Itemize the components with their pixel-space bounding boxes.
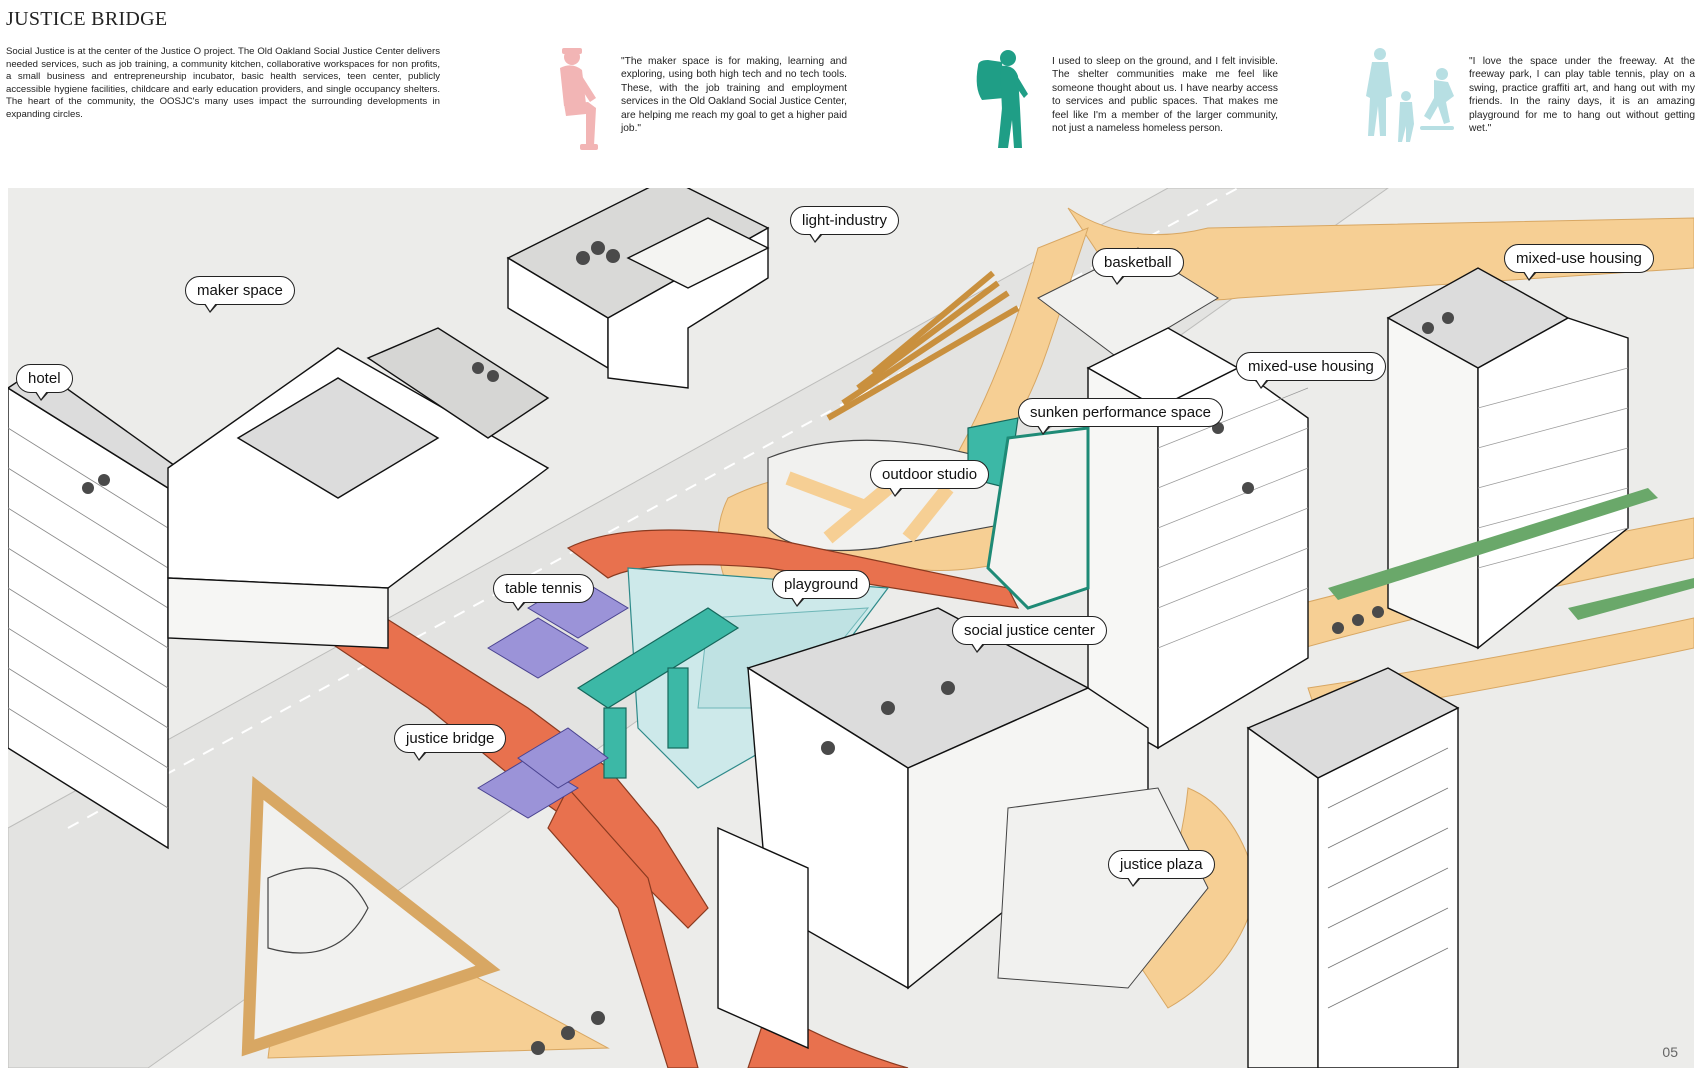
seated-person-icon <box>560 48 598 150</box>
tower-bottom-right <box>1246 667 1460 1068</box>
quote-maker-space: "The maker space is for making, learning… <box>621 56 847 135</box>
justice-plaza-area <box>997 787 1209 989</box>
teal-canopy-frame <box>576 417 1019 779</box>
label-playground: playground <box>772 570 871 607</box>
label-social-justice-center: social justice center <box>952 616 1107 653</box>
table-tennis-courts <box>477 577 629 819</box>
label-outdoor-studio: outdoor studio <box>870 460 990 497</box>
hotel-building <box>8 367 179 850</box>
sunken-performance-space <box>986 426 1090 610</box>
quote-freeway-park: "I love the space under the freeway. At … <box>1469 56 1695 135</box>
person-with-backpack-icon <box>976 50 1028 148</box>
page-title: JUSTICE BRIDGE <box>6 8 168 30</box>
green-strips <box>1328 488 1694 620</box>
mixed-use-housing-right <box>1386 267 1629 650</box>
label-maker-space: maker space <box>185 276 295 313</box>
maker-space-building <box>167 327 550 649</box>
page-number: 05 <box>1662 1044 1678 1060</box>
children-playing-icon <box>1366 48 1454 142</box>
quote-homeless: I used to sleep on the ground, and I fel… <box>1052 56 1278 135</box>
label-mixed-use-housing-right: mixed-use housing <box>1504 244 1654 281</box>
intro-paragraph: Social Justice is at the center of the J… <box>6 46 440 120</box>
label-mixed-use-housing-center: mixed-use housing <box>1236 352 1386 389</box>
light-industry-building <box>506 188 770 389</box>
triangle-plaza-bottom-left <box>241 776 501 1057</box>
mixed-use-housing-center <box>1086 327 1309 750</box>
label-justice-plaza: justice plaza <box>1108 850 1215 887</box>
label-justice-bridge: justice bridge <box>394 724 507 761</box>
label-hotel: hotel <box>16 364 73 401</box>
site-drawing <box>8 188 1694 1068</box>
label-basketball: basketball <box>1092 248 1184 285</box>
site-axonometric-map: light-industry maker space hotel basketb… <box>8 188 1694 1068</box>
bleacher-rows <box>826 270 1020 421</box>
label-light-industry: light-industry <box>790 206 900 243</box>
label-table-tennis: table tennis <box>493 574 594 611</box>
label-sunken-performance-space: sunken performance space <box>1018 398 1223 435</box>
